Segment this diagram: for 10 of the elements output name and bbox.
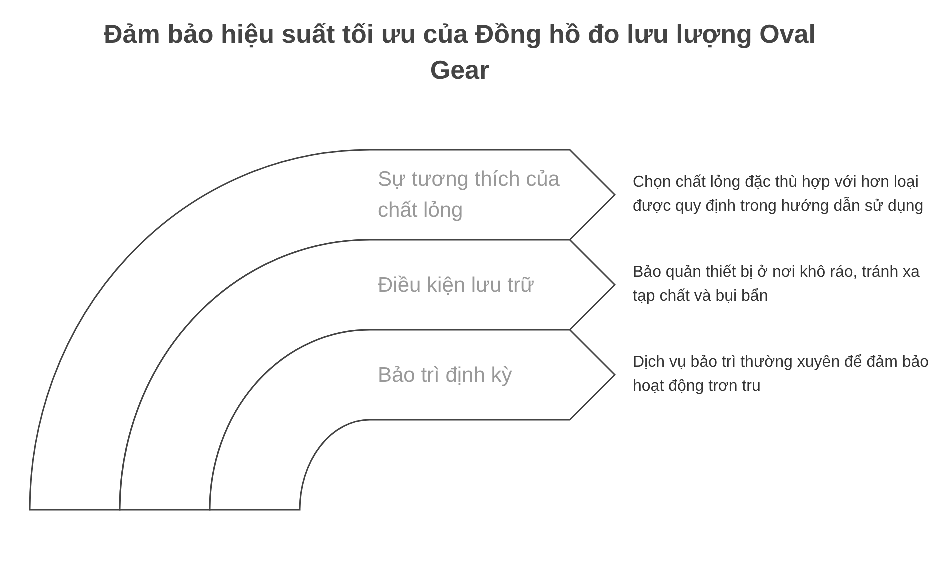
description-text: Bảo quản thiết bị ở nơi khô ráo, tránh xa tạp chất và bụi bẩn <box>633 263 921 307</box>
band-label: Bảo trì định kỳ <box>378 362 514 388</box>
description-text: Dịch vụ bảo trì thường xuyên để đảm bảo hoạt động trơn tru <box>633 353 930 397</box>
band-label: Điều kiện lưu trữ <box>378 272 536 298</box>
arch-arrow-band <box>210 330 617 512</box>
arch-arrow-band <box>120 240 617 512</box>
arch-arrow-band <box>30 150 617 512</box>
diagram-title: Đảm bảo hiệu suất tối ưu của Đồng hồ đo lưu lượng Oval Gear <box>103 18 817 87</box>
band-label: Sự tương thích của chất lỏng <box>378 167 561 224</box>
description-text: Chọn chất lỏng đặc thù hợp với hơn loại được quy định trong hướng dẫn sử dụng <box>633 173 925 217</box>
